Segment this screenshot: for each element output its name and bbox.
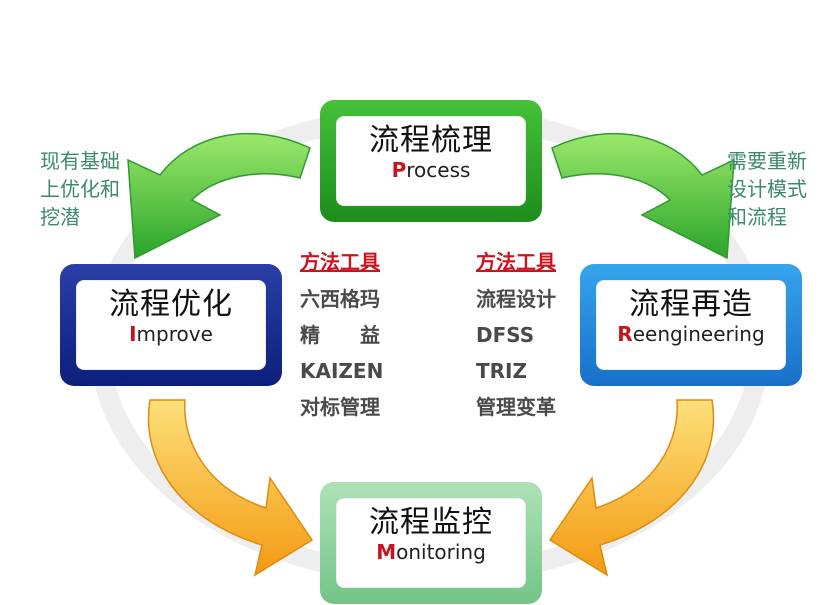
monitoring-subtitle: Monitoring — [336, 540, 526, 564]
monitoring-box: 流程监控 Monitoring — [320, 482, 542, 604]
improve-tool-item: 六西格玛 — [300, 287, 380, 311]
left-note-line: 现有基础 — [40, 149, 120, 173]
reengineering-tool-item: TRIZ — [476, 359, 527, 383]
reengineering-subtitle-initial: R — [617, 322, 633, 346]
reengineering-subtitle: Reengineering — [596, 322, 786, 346]
arrow-reengineering-to-monitoring — [548, 399, 715, 577]
process-title: 流程梳理 — [369, 123, 493, 158]
reengineering-tools-heading: 方法工具 — [476, 250, 556, 274]
monitoring-subtitle-rest: onitoring — [396, 540, 486, 564]
improve-tool-item: 对标管理 — [300, 395, 380, 419]
improve-box-inner: 流程优化 Improve — [76, 280, 266, 370]
improve-box: 流程优化 Improve — [60, 264, 282, 386]
process-subtitle-initial: P — [391, 158, 407, 182]
arrow-process-to-improve — [127, 132, 311, 260]
reengineering-title: 流程再造 — [629, 287, 753, 322]
improve-title: 流程优化 — [109, 287, 233, 322]
reengineering-tool-item: DFSS — [476, 323, 535, 347]
process-subtitle: Process — [336, 158, 526, 182]
right-note-line: 和流程 — [727, 205, 787, 229]
right-note: 需要重新 设计模式 和流程 — [727, 147, 807, 231]
monitoring-subtitle-initial: M — [376, 540, 397, 564]
reengineering-tools-list: 方法工具 流程设计 DFSS TRIZ 管理变革 — [476, 247, 556, 425]
reengineering-subtitle-rest: eengineering — [632, 322, 765, 346]
arrow-process-to-reengineering — [551, 132, 735, 260]
process-box-inner: 流程梳理 Process — [336, 116, 526, 206]
right-note-line: 设计模式 — [727, 177, 807, 201]
improve-subtitle-initial: I — [129, 322, 137, 346]
left-note-line: 上优化和 — [40, 177, 120, 201]
left-note: 现有基础 上优化和 挖潜 — [40, 147, 120, 231]
improve-subtitle-rest: mprove — [136, 322, 213, 346]
improve-tool-item: KAIZEN — [300, 359, 384, 383]
improve-tools-heading: 方法工具 — [300, 250, 380, 274]
reengineering-tool-item: 流程设计 — [476, 287, 556, 311]
improve-tool-item: 精 益 — [300, 323, 380, 347]
reengineering-tool-item: 管理变革 — [476, 395, 556, 419]
reengineering-box: 流程再造 Reengineering — [580, 264, 802, 386]
left-note-line: 挖潜 — [40, 205, 80, 229]
right-note-line: 需要重新 — [727, 149, 807, 173]
improve-subtitle: Improve — [76, 322, 266, 346]
improve-tools-list: 方法工具 六西格玛 精 益 KAIZEN 对标管理 — [300, 247, 383, 425]
reengineering-box-inner: 流程再造 Reengineering — [596, 280, 786, 370]
process-box: 流程梳理 Process — [320, 100, 542, 222]
process-subtitle-rest: rocess — [406, 158, 471, 182]
monitoring-box-inner: 流程监控 Monitoring — [336, 498, 526, 588]
monitoring-title: 流程监控 — [369, 505, 493, 540]
arrow-improve-to-monitoring — [147, 399, 314, 577]
